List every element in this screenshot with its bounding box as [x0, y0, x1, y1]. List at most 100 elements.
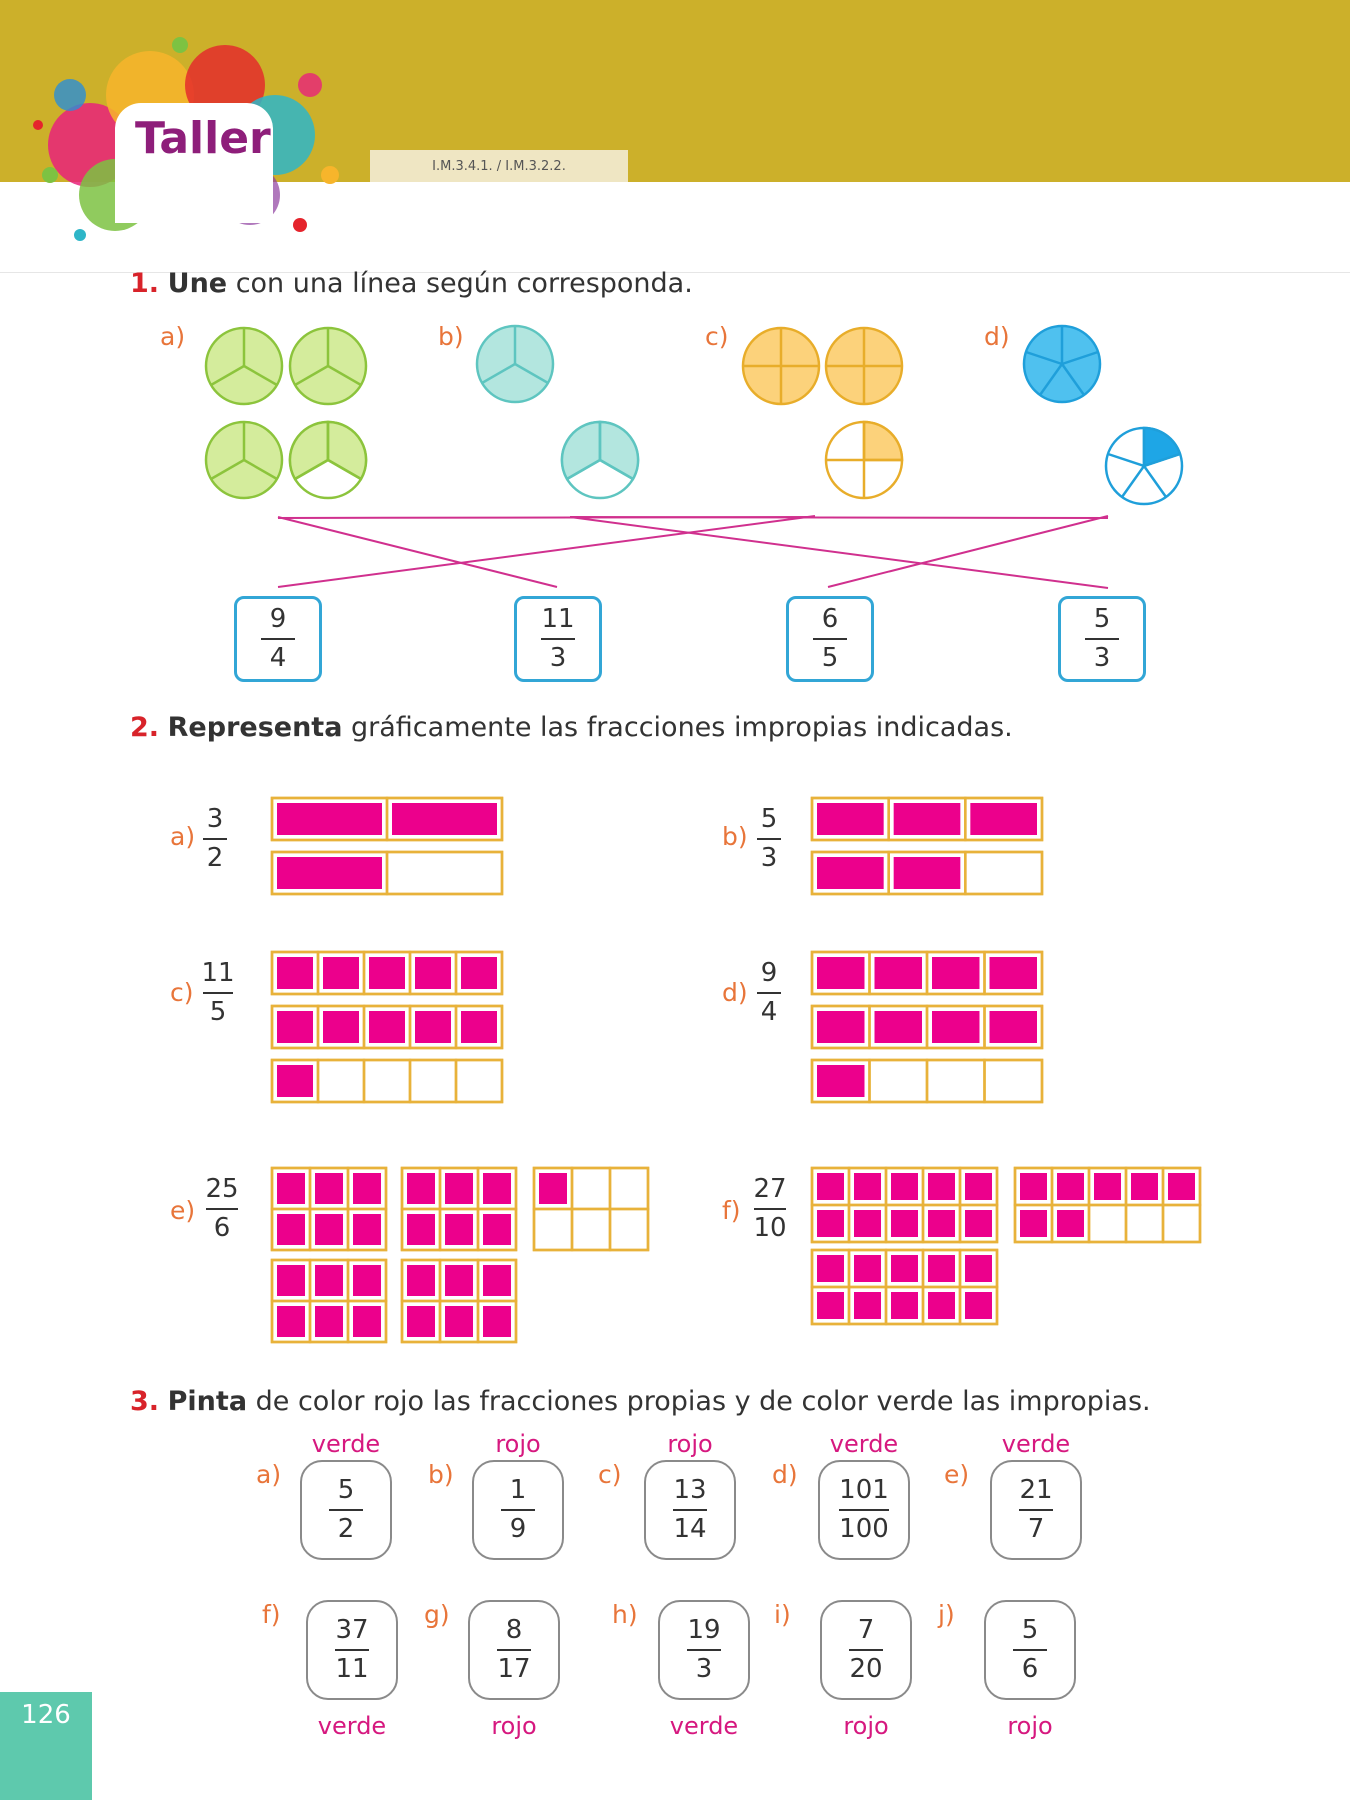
- q2-label-f: f): [722, 1196, 741, 1225]
- q2-f-filled-cell: [817, 1255, 844, 1282]
- q2-b-filled-cell: [817, 803, 884, 835]
- q2-e-cell: [476, 1299, 518, 1344]
- q2-b-filled-cell: [893, 803, 961, 835]
- numerator: 3: [206, 804, 224, 834]
- q1-matching-lines: [277, 515, 1109, 589]
- q2-c-filled-cell: [323, 957, 359, 989]
- circle-d2: [1104, 426, 1184, 506]
- q2-d-filled-cell: [989, 957, 1037, 989]
- numerator: 6: [821, 603, 839, 634]
- q2-f-filled-cell: [928, 1173, 955, 1200]
- q2-f-filled-cell: [965, 1210, 992, 1237]
- curriculum-code: I.M.3.4.1. / I.M.3.2.2.: [370, 150, 628, 182]
- numerator: 11: [201, 958, 235, 988]
- q2-f-cell: [958, 1203, 999, 1244]
- q3-answer: verde: [317, 1712, 387, 1740]
- page-number: 126: [21, 1700, 71, 1730]
- q2-e-filled-cell: [315, 1265, 343, 1296]
- q2-e-filled-cell: [277, 1306, 305, 1337]
- q2-e-filled-cell: [353, 1265, 381, 1296]
- q2-f-filled-cell: [1131, 1173, 1158, 1200]
- denominator: 100: [839, 1514, 889, 1544]
- q2-label-c: c): [170, 978, 194, 1007]
- q2-instruction: 2. Representa gráficamente las fraccione…: [130, 712, 1013, 743]
- numerator: 5: [337, 1474, 355, 1505]
- q2-c-filled-cell: [369, 1011, 405, 1043]
- q2-e-filled-cell: [277, 1173, 305, 1204]
- q2-label-a: a): [170, 822, 196, 851]
- q2-f-filled-cell: [854, 1210, 881, 1237]
- q2-f-cell: [1161, 1203, 1202, 1244]
- q2-e-filled-cell: [353, 1214, 381, 1245]
- q3-label: b): [428, 1460, 454, 1489]
- q1-instruction: 1. Une con una línea según corresponda.: [130, 268, 693, 299]
- numerator: 9: [269, 603, 287, 634]
- q2-a-filled-cell: [277, 803, 382, 835]
- q3-label: f): [262, 1600, 281, 1629]
- circle-d1: [1022, 324, 1102, 404]
- q2-e-filled-cell: [445, 1173, 473, 1204]
- q2-e-filled-cell: [407, 1306, 435, 1337]
- denominator: 3: [695, 1654, 713, 1684]
- q2-c-filled-cell: [277, 957, 313, 989]
- q2-f-filled-cell: [817, 1173, 844, 1200]
- q2-d-filled-cell: [989, 1011, 1037, 1043]
- q2-e-filled-cell: [539, 1173, 567, 1204]
- q2-e-filled-cell: [407, 1214, 435, 1245]
- q2-a-filled-cell: [277, 857, 382, 889]
- numerator: 11: [541, 603, 575, 634]
- q2-e-filled-cell: [277, 1214, 305, 1245]
- q3-instruction: 3. Pinta de color rojo las fracciones pr…: [130, 1386, 1151, 1417]
- q2-f-filled-cell: [965, 1292, 992, 1319]
- q2-e-filled-cell: [483, 1214, 511, 1245]
- q2-f-filled-cell: [1168, 1173, 1195, 1200]
- q2-f-filled-cell: [1057, 1210, 1084, 1237]
- q2-f-filled-cell: [891, 1173, 918, 1200]
- circle-a3: [204, 420, 284, 500]
- q2-f-filled-cell: [928, 1255, 955, 1282]
- q2-f-filled-cell: [928, 1210, 955, 1237]
- denominator: 4: [760, 997, 778, 1028]
- denominator: 6: [1021, 1654, 1039, 1684]
- q3-answer: rojo: [495, 1430, 541, 1458]
- numerator: 25: [205, 1174, 239, 1204]
- q2-f-filled-cell: [1020, 1173, 1047, 1200]
- q2-e-filled-cell: [353, 1173, 381, 1204]
- q2-f-filled-cell: [1057, 1173, 1084, 1200]
- denominator: 6: [213, 1213, 231, 1244]
- q2-e-cell: [346, 1207, 388, 1252]
- q1-circles-and-lines: [204, 324, 1184, 519]
- denominator: 2: [206, 843, 224, 874]
- q2-e-filled-cell: [277, 1265, 305, 1296]
- q2-e-filled-cell: [315, 1214, 343, 1245]
- numerator: 19: [687, 1614, 721, 1645]
- numerator: 5: [1093, 603, 1111, 634]
- denominator: 3: [1093, 643, 1111, 673]
- q1-label-d: d): [984, 322, 1010, 351]
- circle-b1: [475, 324, 555, 404]
- page-title: Taller: [135, 113, 271, 164]
- numerator: 1: [509, 1474, 527, 1505]
- denominator: 9: [509, 1514, 527, 1544]
- q2-f-filled-cell: [891, 1255, 918, 1282]
- numerator: 5: [1021, 1614, 1039, 1645]
- q2-f-cell: [958, 1285, 999, 1326]
- denominator: 3: [760, 843, 778, 874]
- q2-a-cell: [385, 850, 504, 896]
- q2-f-filled-cell: [854, 1292, 881, 1319]
- q2-b-cell: [964, 850, 1044, 896]
- q2-f-filled-cell: [817, 1292, 844, 1319]
